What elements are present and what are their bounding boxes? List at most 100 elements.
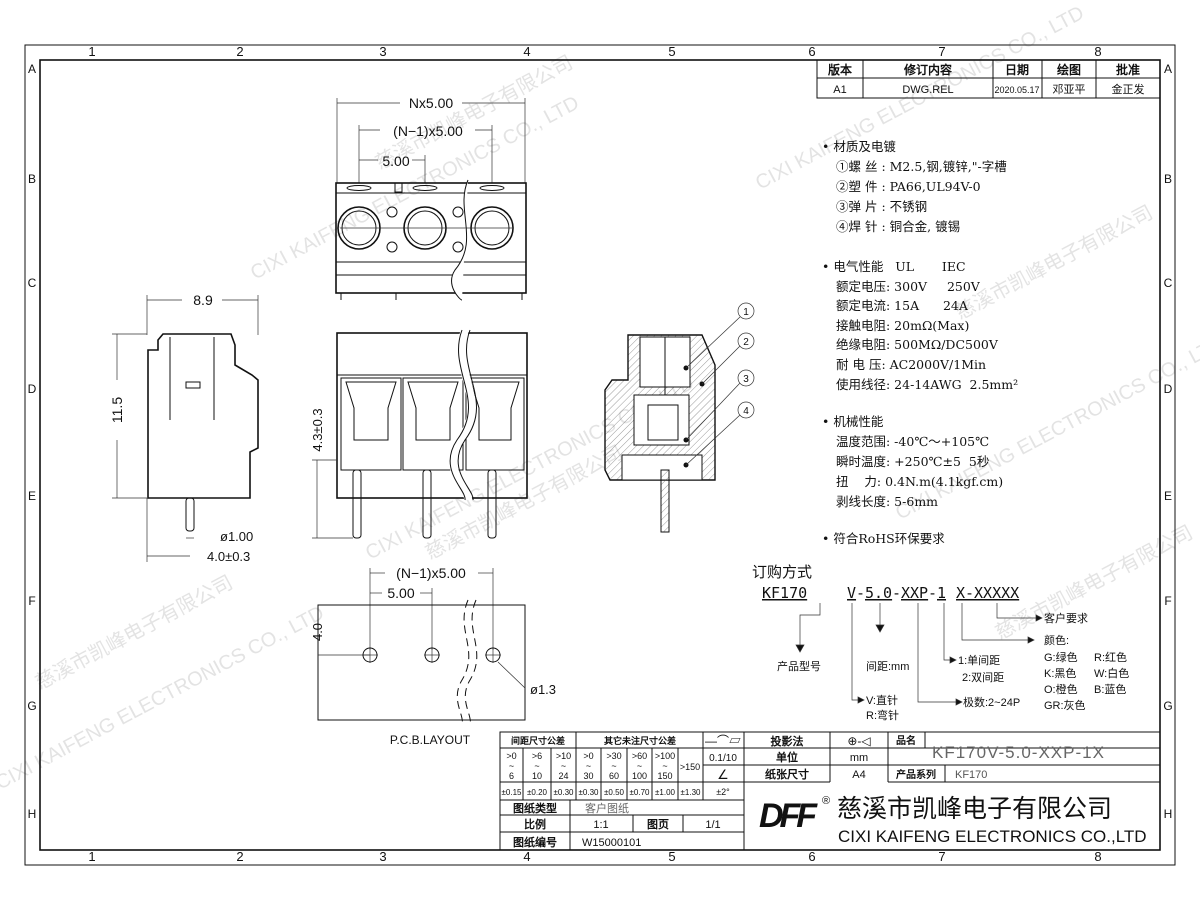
label-customer: 客户要求 xyxy=(1044,611,1088,625)
scale-value: 1:1 xyxy=(593,819,608,831)
tol-range-from: >100 xyxy=(655,751,675,761)
dim-pin-offset: 4.0±0.3 xyxy=(207,549,250,564)
watermarks: CIXI KAIFENG ELECTRONICS CO., LTD CIXI K… xyxy=(0,2,1200,794)
label-double-spacing: 2:双间距 xyxy=(962,671,1004,684)
front-view: 4.3±0.3 xyxy=(310,328,528,539)
watermark-en: CIXI KAIFENG ELECTRONICS CO., LTD xyxy=(0,602,328,794)
zone-row-label: G xyxy=(27,699,36,713)
dim-height: 11.5 xyxy=(109,397,125,423)
code-series: KF170 xyxy=(762,584,807,602)
watermark-en: CIXI KAIFENG ELECTRONICS CO., LTD xyxy=(247,92,583,284)
zone-row-label: E xyxy=(1164,489,1172,503)
tilde-mark: ~ xyxy=(561,761,566,771)
tol-range-to: 6 xyxy=(509,771,514,781)
tol-value: ±0.50 xyxy=(604,788,625,797)
tol-range-from: >6 xyxy=(532,751,542,761)
zone-column-label: 5 xyxy=(668,44,675,59)
zone-column-label: 7 xyxy=(938,849,945,864)
pcb-dim-edge: 4.0 xyxy=(310,623,325,641)
electrical-withstand: 耐 电 压: AC2000V/1Min xyxy=(836,357,986,372)
zone-row-label: G xyxy=(1163,699,1172,713)
label-poles: 极数:2~24P xyxy=(963,695,1020,709)
code-customer: -XXXXX xyxy=(965,584,1019,602)
zone-row-label: C xyxy=(28,276,37,290)
rev-header-approved: 批准 xyxy=(1116,62,1140,77)
specifications: • 材质及电镀 ①螺 丝 : M2.5,钢,镀锌,"-字槽 ②塑 件 : PA6… xyxy=(822,139,1018,546)
tol-header-other: 其它未注尺寸公差 xyxy=(604,735,676,746)
tol-range-to: 30 xyxy=(583,771,593,781)
callout-4: 4 xyxy=(743,406,749,417)
tilde-mark: ~ xyxy=(637,761,642,771)
color-red: R:红色 xyxy=(1094,650,1127,664)
zone-column-label: 3 xyxy=(379,44,386,59)
section-view: 1 2 3 4 xyxy=(604,302,755,533)
tol-value: ±1.00 xyxy=(655,788,676,797)
zone-row-label: D xyxy=(1164,382,1173,396)
zone-row-label: A xyxy=(1164,62,1172,76)
tilde-mark: ~ xyxy=(534,761,539,771)
zone-row-label: B xyxy=(1164,172,1172,186)
top-view: Nx5.00 (N−1)x5.00 5.00 xyxy=(335,95,527,301)
zone-column-label: 5 xyxy=(668,849,675,864)
pcb-dim-n1x: (N−1)x5.00 xyxy=(396,565,466,581)
product-name: KF170V-5.0-XXP-1X xyxy=(932,743,1105,762)
material-pin: ④焊 针 : 铜合金, 镀锡 xyxy=(836,219,960,234)
material-screw: ①螺 丝 : M2.5,钢,镀锌,"-字槽 xyxy=(836,159,1007,174)
tol-range-from: >10 xyxy=(556,751,571,761)
electrical-current: 额定电流: 15A 24A xyxy=(836,298,969,313)
pcb-layout-label: P.C.B.LAYOUT xyxy=(390,733,471,747)
dim-pitch: 5.00 xyxy=(382,153,409,169)
pcb-dim-hole: ø1.3 xyxy=(530,682,556,697)
zone-row-label: A xyxy=(28,62,36,76)
label-single-spacing: 1:单间距 xyxy=(958,654,1000,667)
company-name-cn: 慈溪市凯峰电子有限公司 xyxy=(837,795,1112,823)
tol-range-to: 10 xyxy=(532,771,542,781)
unit-label: 单位 xyxy=(776,750,798,764)
zone-column-label: 4 xyxy=(523,849,530,864)
tilde-mark: ~ xyxy=(509,761,514,771)
color-gray: GR:灰色 xyxy=(1044,698,1086,712)
zone-row-label: B xyxy=(28,172,36,186)
zone-column-label: 8 xyxy=(1094,849,1101,864)
callout-1: 1 xyxy=(743,307,749,318)
company-name-en: CIXI KAIFENG ELECTRONICS CO.,LTD xyxy=(838,827,1147,846)
label-pitch: 间距:mm xyxy=(866,660,909,673)
tilde-mark: ~ xyxy=(586,761,591,771)
code-poles: XXP xyxy=(901,584,928,602)
color-orange: O:橙色 xyxy=(1044,682,1078,696)
zone-column-label: 8 xyxy=(1094,44,1101,59)
rev-header-content: 修订内容 xyxy=(903,62,952,77)
name-label: 品名 xyxy=(896,734,916,747)
zone-row-label: D xyxy=(28,382,37,396)
side-view: 8.9 11.5 ø1.00 4.0±0.3 xyxy=(109,292,259,564)
tol-range-to: 24 xyxy=(558,771,568,781)
tol-value: ±0.20 xyxy=(527,788,548,797)
page-value: 1/1 xyxy=(705,819,720,831)
tol-range-from: >30 xyxy=(606,751,621,761)
color-white: W:白色 xyxy=(1094,666,1129,680)
paper-label: 纸张尺寸 xyxy=(765,767,809,781)
zone-row-label: H xyxy=(28,807,37,821)
callout-3: 3 xyxy=(743,374,749,385)
label-color-title: 颜色: xyxy=(1044,633,1069,647)
code-dash: - xyxy=(928,584,937,602)
zone-column-label: 1 xyxy=(88,849,95,864)
projection-symbol: ⊕-◁ xyxy=(847,734,871,748)
drawing-no-label: 图纸编号 xyxy=(513,835,557,849)
code-pitch: 5.0 xyxy=(865,584,892,602)
electrical-insulation: 绝缘电阻: 500MΩ/DC500V xyxy=(836,337,999,352)
drawing-type: 客户图纸 xyxy=(585,801,629,815)
zone-column-label: 7 xyxy=(938,44,945,59)
ordering-title: 订购方式 xyxy=(752,564,812,581)
materials-title: • 材质及电镀 xyxy=(822,139,896,154)
drawing-no: W15000101 xyxy=(582,837,641,849)
code-pin-type: V xyxy=(847,584,856,602)
tol-value: ±1.30 xyxy=(681,788,702,797)
callout-2: 2 xyxy=(743,337,749,348)
pcb-dim-pitch: 5.00 xyxy=(387,585,414,601)
dim-width: 8.9 xyxy=(193,292,213,308)
page-label: 图页 xyxy=(647,818,669,831)
range-over-150: >150 xyxy=(680,762,700,772)
